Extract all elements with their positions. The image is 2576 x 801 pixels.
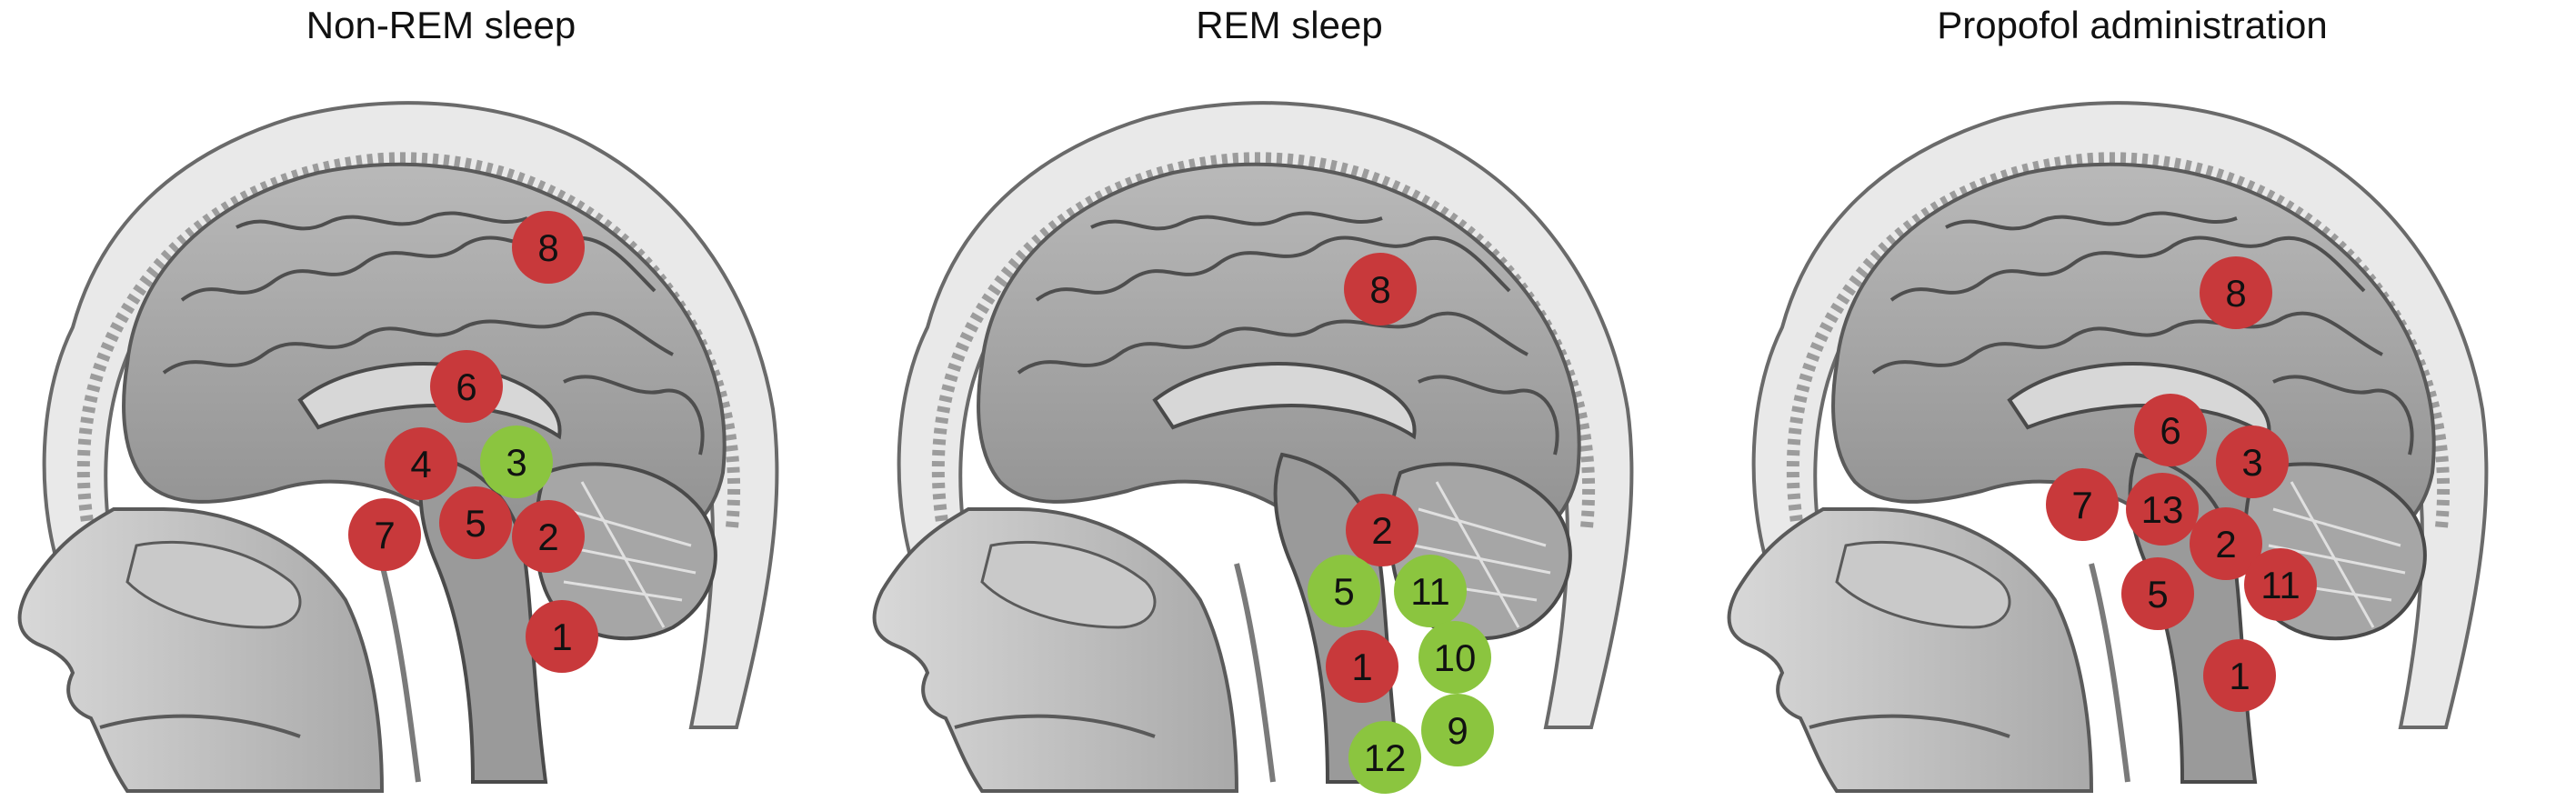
marker-label: 13: [2141, 488, 2184, 531]
region-marker-6: 6: [430, 350, 503, 423]
region-marker-8: 8: [1344, 253, 1417, 325]
marker-label: 10: [1434, 636, 1477, 679]
marker-label: 3: [506, 441, 526, 484]
marker-label: 1: [551, 616, 572, 658]
region-marker-1: 1: [1326, 630, 1398, 703]
region-marker-5: 5: [2121, 557, 2194, 630]
marker-label: 9: [1447, 709, 1468, 752]
region-marker-11: 11: [2244, 548, 2317, 621]
marker-label: 12: [1364, 736, 1407, 779]
marker-label: 11: [2260, 564, 2300, 606]
region-marker-1: 1: [2203, 639, 2276, 712]
region-marker-8: 8: [512, 211, 585, 284]
region-marker-13: 13: [2126, 473, 2199, 546]
region-marker-12: 12: [1348, 721, 1421, 794]
marker-label: 2: [537, 516, 558, 558]
marker-label: 7: [374, 514, 395, 556]
marker-label: 2: [2215, 523, 2236, 566]
region-marker-3: 3: [2216, 426, 2289, 498]
marker-label: 3: [2241, 441, 2262, 484]
region-marker-8: 8: [2200, 256, 2272, 329]
marker-label: 8: [537, 226, 558, 269]
region-marker-3: 3: [480, 426, 553, 498]
region-marker-9: 9: [1421, 694, 1494, 766]
region-marker-7: 7: [348, 498, 421, 571]
marker-label: 8: [2225, 272, 2246, 315]
marker-label: 8: [1369, 268, 1390, 311]
marker-label: 4: [410, 443, 431, 486]
marker-label: 7: [2071, 484, 2092, 526]
region-marker-2: 2: [512, 500, 585, 573]
marker-label: 5: [465, 502, 486, 545]
region-marker-1: 1: [526, 600, 598, 673]
marker-label: 5: [1333, 570, 1354, 613]
region-marker-4: 4: [385, 427, 457, 500]
marker-label: 1: [2229, 655, 2250, 697]
marker-label: 1: [1351, 646, 1372, 688]
marker-label: 6: [456, 365, 476, 408]
marker-label: 6: [2160, 409, 2180, 452]
region-marker-2: 2: [1346, 494, 1418, 566]
brain-illustration-propofol: [1729, 103, 2487, 791]
region-marker-5: 5: [1308, 555, 1380, 627]
region-marker-10: 10: [1418, 621, 1491, 694]
region-marker-11: 11: [1394, 555, 1467, 627]
region-marker-5: 5: [439, 486, 512, 559]
brain-illustration-rem: [875, 103, 1632, 791]
marker-label: 2: [1371, 509, 1392, 552]
region-marker-7: 7: [2046, 468, 2119, 541]
marker-label: 11: [1410, 570, 1450, 613]
marker-label: 5: [2147, 573, 2168, 616]
region-marker-6: 6: [2134, 394, 2207, 466]
